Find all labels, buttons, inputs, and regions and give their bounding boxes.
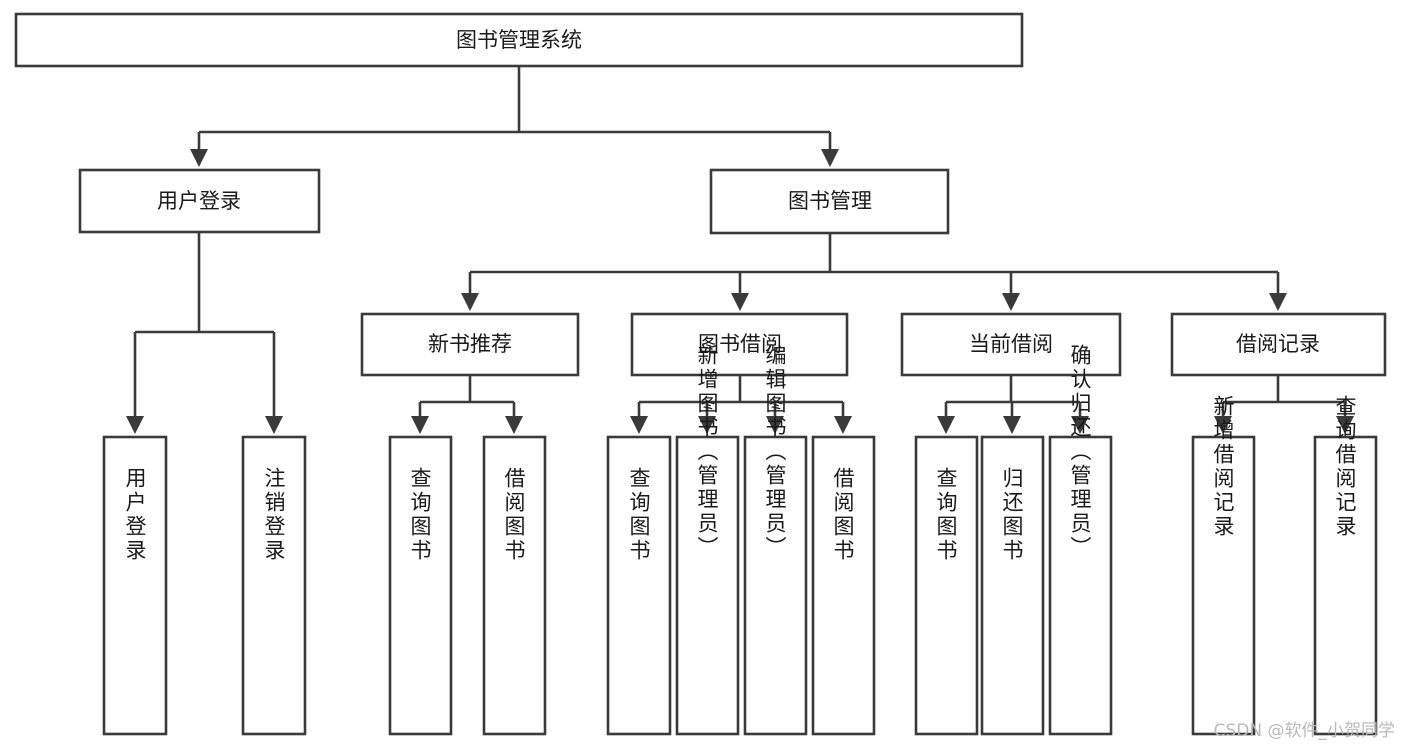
- leaf-label-borrow-query: 查询图书: [627, 467, 651, 563]
- leaf-label-rec-query: 查询图书: [408, 467, 432, 563]
- leaf-label-record-add: 新增借阅记录: [1211, 395, 1235, 539]
- node-root-label: 图书管理系统: [456, 28, 582, 52]
- node-borrow-record-box[interactable]: [1170, 312, 1387, 377]
- leaf-label-current-confirm: 确认归还（管理员）: [1068, 344, 1092, 560]
- leaf-label-borrow-edit: 编辑图书（管理员）: [763, 344, 787, 560]
- leaf-box-borrow-lend[interactable]: [811, 435, 876, 736]
- leaf-label-borrow-lend: 借阅图书: [831, 467, 855, 563]
- node-current-borrow-box[interactable]: [900, 312, 1122, 377]
- leaf-label-user-login: 用户登录: [123, 467, 147, 563]
- node-book-manage-box[interactable]: [709, 168, 950, 235]
- node-new-book-rec-box[interactable]: [360, 312, 580, 377]
- leaf-label-current-return: 归还图书: [1000, 467, 1024, 563]
- leaf-label-user-logout: 注销登录: [262, 467, 286, 563]
- node-borrow-record[interactable]: 借阅记录: [1170, 312, 1387, 377]
- node-user-login-label: 用户登录: [157, 189, 241, 213]
- leaf-box-borrow-edit[interactable]: [743, 435, 808, 736]
- node-user-login-box[interactable]: [78, 168, 321, 234]
- node-book-borrow-label: 图书借阅: [698, 332, 782, 356]
- node-root-box[interactable]: [14, 12, 1024, 68]
- node-user-login[interactable]: 用户登录: [78, 168, 321, 234]
- leaf-box-rec-query[interactable]: [388, 435, 453, 736]
- leaf-box-user-logout[interactable]: [241, 435, 307, 736]
- leaf-label-borrow-add: 新增图书（管理员）: [695, 344, 719, 560]
- node-root[interactable]: 图书管理系统: [14, 12, 1024, 68]
- node-new-book-rec-label: 新书推荐: [428, 332, 512, 356]
- leaf-box-borrow-add[interactable]: [675, 435, 740, 736]
- leaf-label-record-query: 查询借阅记录: [1333, 395, 1357, 539]
- leaf-box-user-login[interactable]: [102, 435, 168, 736]
- leaf-box-rec-borrow[interactable]: [482, 435, 547, 736]
- node-book-manage-label: 图书管理: [788, 189, 872, 213]
- leaf-box-layer: [102, 435, 1378, 736]
- node-borrow-record-label: 借阅记录: [1236, 332, 1320, 356]
- node-current-borrow-label: 当前借阅: [969, 332, 1053, 356]
- leaf-box-current-query[interactable]: [914, 435, 979, 736]
- node-book-borrow-box[interactable]: [630, 312, 849, 377]
- node-current-borrow[interactable]: 当前借阅: [900, 312, 1122, 377]
- leaf-box-record-add[interactable]: [1191, 435, 1256, 736]
- leaf-box-borrow-query[interactable]: [606, 435, 672, 736]
- leaf-box-record-query[interactable]: [1313, 435, 1378, 736]
- leaf-label-current-query: 查询图书: [934, 467, 958, 563]
- leaf-label-rec-borrow: 借阅图书: [502, 467, 526, 563]
- leaf-box-current-return[interactable]: [980, 435, 1045, 736]
- leaf-label-layer: 用户登录 注销登录 查询图书 借阅图书 查询图书 新增图书（管理员） 编辑图书（…: [123, 344, 1357, 563]
- node-book-manage[interactable]: 图书管理: [709, 168, 950, 235]
- node-new-book-rec[interactable]: 新书推荐: [360, 312, 580, 377]
- connector-layer: [125, 66, 1355, 435]
- leaf-box-current-confirm[interactable]: [1048, 435, 1113, 736]
- node-book-borrow[interactable]: 图书借阅: [630, 312, 849, 377]
